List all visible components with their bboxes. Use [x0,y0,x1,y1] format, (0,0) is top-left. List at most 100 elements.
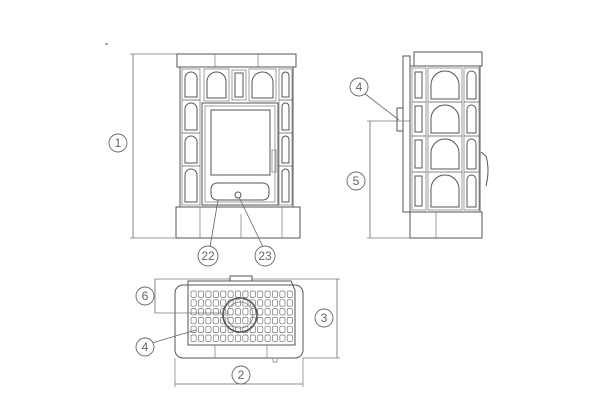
grille-hole [257,299,264,307]
tile-arch [466,174,477,208]
grille-hole [279,317,286,325]
grille-hole [190,317,197,325]
callout-22 [197,245,219,267]
top-view: 6 3 2 4 [135,275,340,387]
grille-hole [220,334,227,342]
callout-4-top [135,337,155,357]
tile [203,68,230,102]
grille-hole [235,290,241,298]
callout-23 [254,245,276,267]
tile-arch [281,71,290,98]
tile [463,67,480,103]
grille-hole [205,325,212,333]
callout-5-label: 5 [353,174,360,188]
grille-hole [279,325,286,333]
callout-4-top-label: 4 [142,340,149,354]
grille-hole [220,325,227,333]
grille-hole [198,299,204,307]
grille-hole [205,299,212,307]
side-top-cap [413,51,483,67]
side-tiles [411,67,480,211]
grille-hole [242,299,249,307]
fire-door [201,102,279,206]
grille-hole [264,299,271,307]
grille-hole [205,290,212,298]
top-cap [176,53,297,68]
grille-hole [212,308,219,316]
grille-hole [279,290,286,298]
grille-hole [190,325,197,333]
grille-hole [235,317,241,325]
tile [278,68,293,101]
grille-hole [235,308,241,316]
front-view: 1 22 23 [108,53,301,267]
grille-hole [190,308,197,316]
grille-hole [286,308,293,316]
tile-arch [430,70,460,100]
grille-hole [279,308,286,316]
tile [181,165,201,206]
tile-arch [281,135,290,164]
grille-hole [249,334,256,342]
grille-hole [264,290,271,298]
tile [427,171,463,211]
grille-hole [272,308,278,316]
tile-arch [466,138,477,170]
flue-collar [222,297,258,333]
grille-hole [205,308,212,316]
grille-hole [227,325,234,333]
grille-hole [235,299,241,307]
grille-hole [242,334,249,342]
grille-hole [272,334,278,342]
callout-4-side-label: 4 [356,80,363,94]
tile [463,101,480,137]
grille-hole [257,317,264,325]
grille-hole [190,299,197,307]
grille-hole [272,299,278,307]
tile [411,171,427,211]
grille-hole [198,308,204,316]
grille-hole [257,325,264,333]
grille-hole [227,308,234,316]
callout-6 [135,286,155,306]
tile [427,67,463,103]
grille-hole [190,334,197,342]
grille-hole [212,334,219,342]
grille-hole [264,308,271,316]
tile-arch [184,135,198,164]
grille-hole [198,325,204,333]
grille-hole [242,290,249,298]
door-handle [271,149,277,173]
callout-23-label: 23 [258,249,272,263]
tile-inner [414,105,423,133]
grille-hole [249,290,256,298]
tile-arch [251,71,274,99]
tile [278,132,293,167]
grille-hole [279,299,286,307]
callout-1-label: 1 [115,136,122,150]
grille-hole [264,325,271,333]
tile [411,135,427,173]
side-view: 5 4 [346,51,489,239]
grille-hole [272,317,278,325]
tile [411,67,427,103]
tile-arch [430,138,460,170]
tile-arch [430,104,460,134]
grille-hole [212,317,219,325]
flue-outlet [396,107,404,132]
callout-5 [346,171,366,191]
grille-hole [257,334,264,342]
grille-hole [227,290,234,298]
tile [248,68,277,102]
grille-hole [198,334,204,342]
tile-arch [430,174,460,208]
grille-hole [235,334,241,342]
tile [278,165,293,206]
front-tiles [181,68,293,206]
tile-arch [184,102,198,131]
tile [278,99,293,134]
callout-3 [314,308,334,328]
stove-base [175,206,301,239]
